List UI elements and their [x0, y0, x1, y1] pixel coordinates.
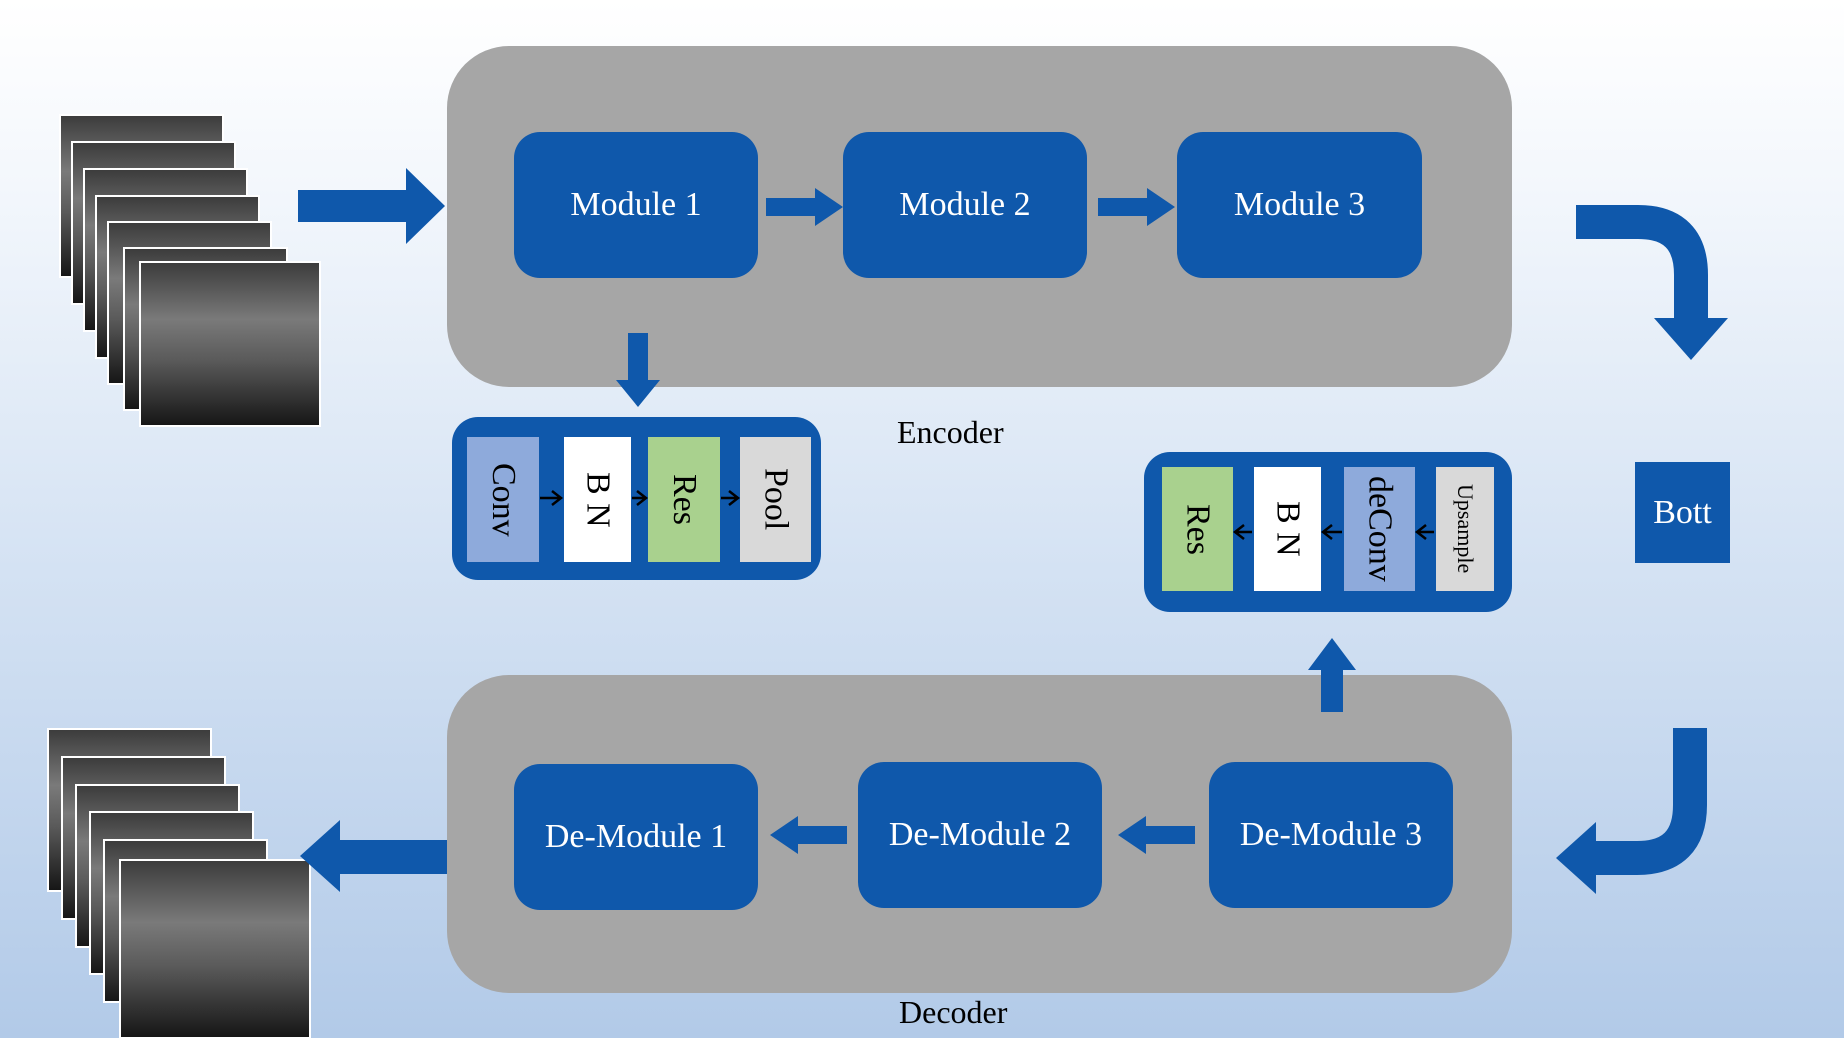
encoder-down-arrow: [616, 333, 660, 407]
pool-label: Pool: [757, 468, 795, 531]
conv-label: Conv: [485, 462, 522, 537]
deconv-layer: deConv: [1344, 467, 1415, 591]
res-label: Res: [666, 474, 703, 525]
curve-arrowhead-left: [1556, 822, 1596, 894]
debn-label: B N: [1269, 501, 1307, 557]
upsample-layer: Upsample: [1436, 467, 1494, 591]
input-arrow: [298, 168, 445, 244]
encoder-module-2: Module 2: [843, 132, 1087, 278]
bn-layer: B N: [564, 437, 631, 562]
encoder-caption: Encoder: [897, 414, 1004, 450]
encoder-module-1: Module 1: [514, 132, 758, 278]
pool-layer: Pool: [740, 437, 811, 562]
upsample-label: Upsample: [1453, 484, 1478, 574]
encoder-module-3: Module 3: [1177, 132, 1422, 278]
decoder-module-2: De-Module 2: [858, 762, 1102, 908]
encoder-arrow-2-3: [1098, 188, 1175, 226]
encoder-block-arrows: [540, 490, 741, 506]
output-arrow: [300, 820, 447, 892]
output-frames: [47, 728, 311, 1038]
deres-label: Res: [1179, 503, 1217, 555]
decoder-caption: Decoder: [899, 994, 1008, 1030]
curve-arrow-bott-to-decoder: [1596, 728, 1707, 875]
debn-layer: B N: [1254, 467, 1321, 591]
bottleneck-box: Bott: [1635, 462, 1730, 563]
output-frame: [119, 859, 311, 1038]
decoder-module-1: De-Module 1: [514, 764, 758, 910]
res-layer: Res: [648, 437, 720, 562]
decoder-block-arrows: [1232, 524, 1434, 540]
decoder-up-arrow: [1308, 638, 1356, 712]
curve-arrowhead-down: [1654, 318, 1728, 360]
decoder-arrow-3-2: [1118, 816, 1195, 854]
input-frame: [139, 261, 321, 427]
curve-arrow-encoder-to-bott: [1576, 205, 1708, 318]
bn-label: B N: [579, 471, 617, 528]
decoder-module-3: De-Module 3: [1209, 762, 1453, 908]
decoder-arrow-2-1: [770, 816, 847, 854]
input-frames: [59, 114, 321, 427]
encoder-arrow-1-2: [766, 188, 843, 226]
deconv-label: deConv: [1361, 476, 1399, 582]
conv-layer: Conv: [467, 437, 539, 562]
deres-layer: Res: [1162, 467, 1233, 591]
